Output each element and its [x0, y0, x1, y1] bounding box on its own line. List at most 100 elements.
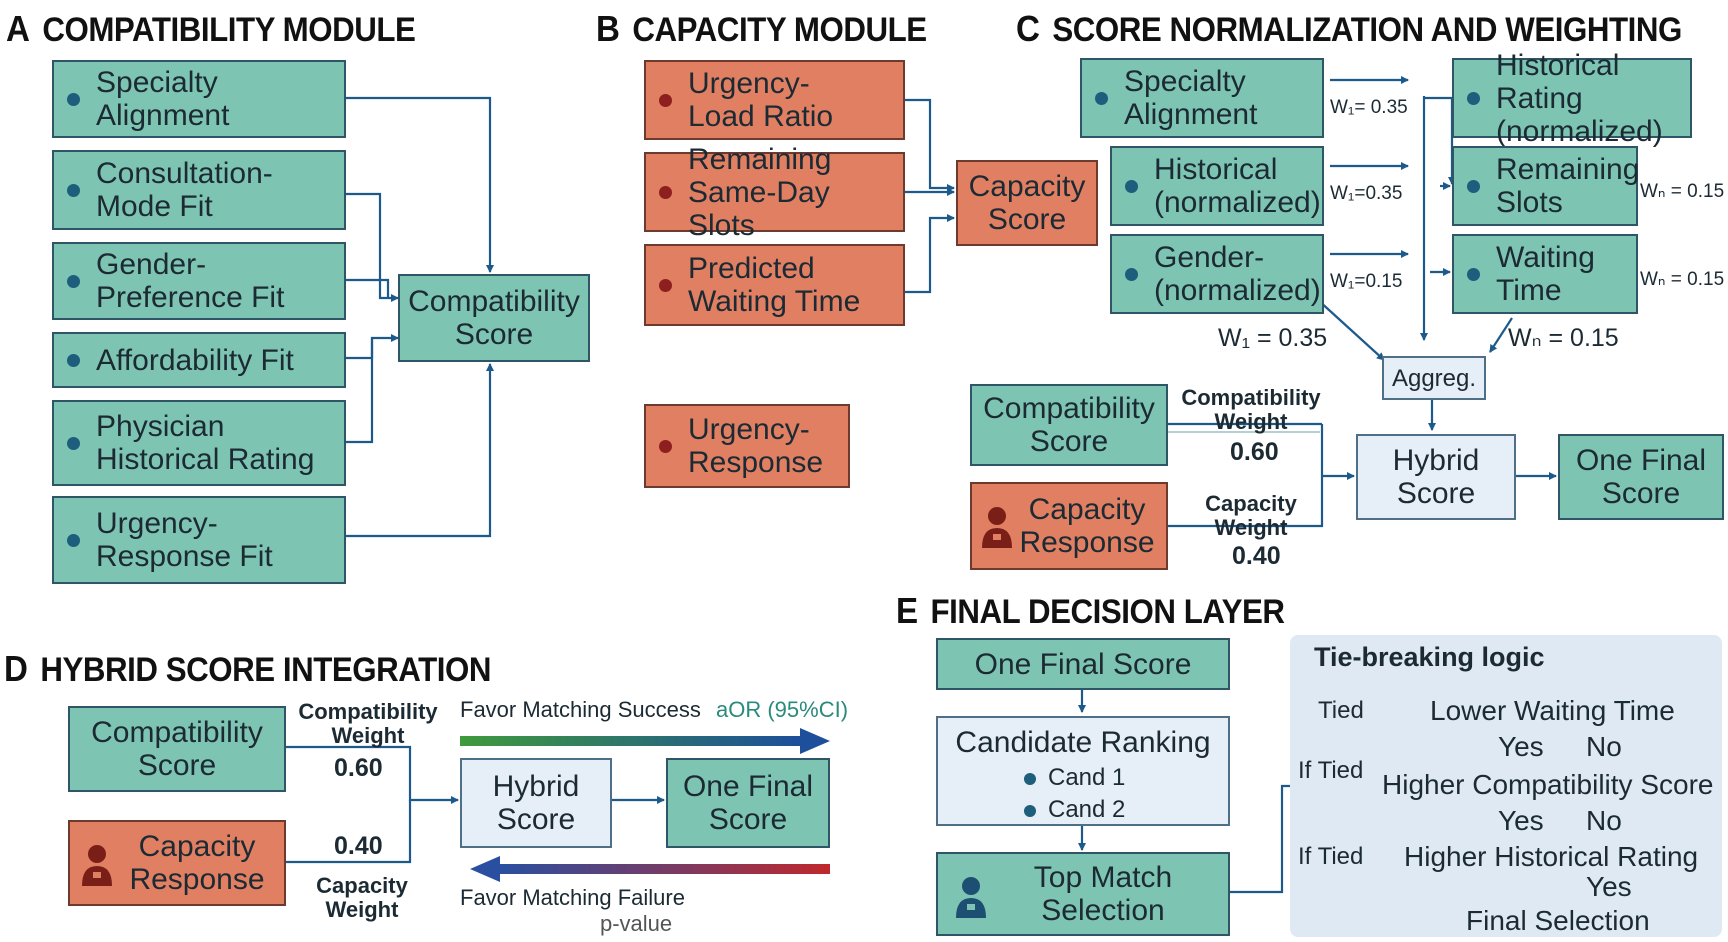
candidate-list: Cand 1 Cand 2: [1024, 762, 1125, 826]
d-final-score-box: One Final Score: [666, 758, 830, 848]
c-remaining-slots-box: Remaining Slots: [1452, 146, 1639, 226]
weight-label: W₁=0.35: [1330, 183, 1403, 204]
bullet-icon: [1024, 805, 1036, 817]
candidate-ranking-box: Candidate Ranking Cand 1 Cand 2: [936, 716, 1230, 826]
panel-d-heading: D HYBRID SCORE INTEGRATION: [4, 648, 491, 690]
wn-total-label: Wₙ = 0.15: [1508, 324, 1619, 352]
urgency-load-ratio-box: Urgency- Load Ratio: [644, 60, 905, 140]
physician-rating-box: Physician Historical Rating: [52, 400, 346, 486]
weight-label: W₁=0.15: [1330, 271, 1403, 292]
panel-a-title: COMPATIBILITY MODULE: [42, 11, 416, 49]
panel-b-letter: B: [596, 8, 620, 49]
panel-b-heading: B CAPACITY MODULE: [596, 8, 927, 50]
panel-c-heading: C SCORE NORMALIZATION AND WEIGHTING: [1016, 8, 1682, 50]
urgency-response-fit-box: Urgency- Response Fit: [52, 496, 346, 584]
aor-label: aOR (95%CI): [716, 697, 849, 722]
bullet-icon: [659, 439, 672, 453]
panel-a-letter: A: [6, 8, 30, 49]
bullet-icon: [1467, 179, 1480, 193]
pvalue-label: p-value: [600, 911, 673, 936]
panel-d-letter: D: [4, 648, 28, 689]
panel-c-title: SCORE NORMALIZATION AND WEIGHTING: [1052, 11, 1682, 49]
physician-icon: [982, 507, 1012, 548]
favor-success-label: Favor Matching Success: [460, 697, 701, 722]
c-compat-weight-value: 0.60: [1230, 438, 1279, 466]
tie-breaking-panel: [1290, 635, 1722, 937]
no-label: No: [1586, 731, 1622, 762]
yes-label: Yes: [1498, 731, 1544, 762]
panel-c-letter: C: [1016, 8, 1040, 49]
c-compatibility-box: Compatibility Score: [970, 384, 1168, 466]
c-final-score-box: One Final Score: [1558, 434, 1724, 520]
aggregator-box: Aggreg.: [1382, 356, 1486, 400]
favor-failure-label: Favor Matching Failure: [460, 885, 685, 910]
bullet-icon: [1095, 91, 1108, 105]
physician-icon: [82, 845, 112, 886]
yes-label: Yes: [1586, 871, 1632, 902]
bullet-icon: [1125, 179, 1138, 193]
panel-d-title: HYBRID SCORE INTEGRATION: [40, 651, 491, 689]
c-historical-box: Historical (normalized): [1110, 146, 1324, 226]
panel-b-title: CAPACITY MODULE: [632, 11, 927, 49]
bullet-icon: [659, 185, 672, 199]
panel-e-title: FINAL DECISION LAYER: [930, 593, 1286, 631]
bullet-icon: [1467, 91, 1480, 105]
d-hybrid-score-box: Hybrid Score: [460, 758, 612, 848]
higher-hist-label: Higher Historical Rating: [1404, 841, 1699, 872]
panel-a-heading: A COMPATIBILITY MODULE: [6, 8, 416, 50]
gender-preference-box: Gender- Preference Fit: [52, 242, 346, 320]
bullet-icon: [67, 183, 80, 197]
higher-compat-label: Higher Compatibility Score: [1382, 769, 1714, 800]
list-item: Cand 2: [1024, 794, 1125, 826]
bullet-icon: [67, 353, 80, 367]
c-gender-box: Gender- (normalized): [1110, 234, 1324, 314]
if-tied-label: If Tied: [1298, 843, 1364, 870]
weight-label: W₁= 0.35: [1330, 97, 1408, 118]
candidate-ranking-title: Candidate Ranking: [955, 726, 1211, 759]
compatibility-score-box: Compatibility Score: [398, 274, 590, 362]
panel-e-letter: E: [896, 590, 918, 631]
c-capacity-weight-label: Capacity Weight: [1205, 491, 1297, 540]
d-compatibility-box: Compatibility Score: [68, 706, 286, 792]
final-selection-label: Final Selection: [1466, 905, 1650, 936]
lower-waiting-label: Lower Waiting Time: [1430, 695, 1675, 726]
same-day-slots-box: Remaining Same-Day Slots: [644, 143, 905, 242]
bullet-icon: [1467, 267, 1480, 281]
bullet-icon: [67, 92, 80, 106]
urgency-response-box: Urgency- Response: [644, 404, 850, 488]
predicted-waiting-box: Predicted Waiting Time: [644, 244, 905, 326]
bullet-icon: [1024, 773, 1036, 785]
bullet-icon: [1125, 267, 1138, 281]
affordability-box: Affordability Fit: [52, 332, 346, 388]
d-capacity-response-box: Capacity Response: [68, 820, 286, 906]
tied-label: Tied: [1318, 697, 1364, 724]
c-capacity-weight-value: 0.40: [1232, 542, 1281, 570]
list-item: Cand 1: [1024, 762, 1125, 794]
panel-e-heading: E FINAL DECISION LAYER: [896, 590, 1285, 632]
d-compat-weight-label: Compatibility Weight: [298, 699, 438, 748]
d-capacity-weight-value: 0.40: [334, 832, 383, 860]
c-hist-rating-box: Historical Rating (normalized): [1452, 49, 1692, 148]
capacity-score-box: Capacity Score: [956, 160, 1098, 246]
d-compat-weight-value: 0.60: [334, 754, 383, 782]
no-label: No: [1586, 805, 1622, 836]
d-capacity-weight-label: Capacity Weight: [316, 873, 408, 922]
tie-breaking-title: Tie-breaking logic: [1314, 642, 1545, 672]
consultation-mode-box: Consultation- Mode Fit: [52, 150, 346, 230]
weight-label: Wₙ = 0.15: [1640, 269, 1725, 290]
weight-label: Wₙ = 0.15: [1640, 181, 1725, 202]
c-compat-weight-label: Compatibility Weight: [1181, 385, 1321, 434]
favor-failure-bar: [500, 864, 830, 874]
bullet-icon: [659, 93, 672, 107]
e-final-score-box: One Final Score: [936, 638, 1230, 690]
c-specialty-box: Specialty Alignment: [1080, 58, 1324, 138]
if-tied-label: If Tied: [1298, 757, 1364, 784]
bullet-icon: [659, 278, 672, 292]
yes-label: Yes: [1498, 805, 1544, 836]
w1-total-label: W₁ = 0.35: [1218, 324, 1328, 352]
favor-success-bar: [460, 736, 800, 746]
specialty-alignment-box: Specialty Alignment: [52, 60, 346, 138]
c-capacity-response-box: Capacity Response: [970, 482, 1168, 570]
bullet-icon: [67, 436, 80, 450]
bullet-icon: [67, 533, 80, 547]
